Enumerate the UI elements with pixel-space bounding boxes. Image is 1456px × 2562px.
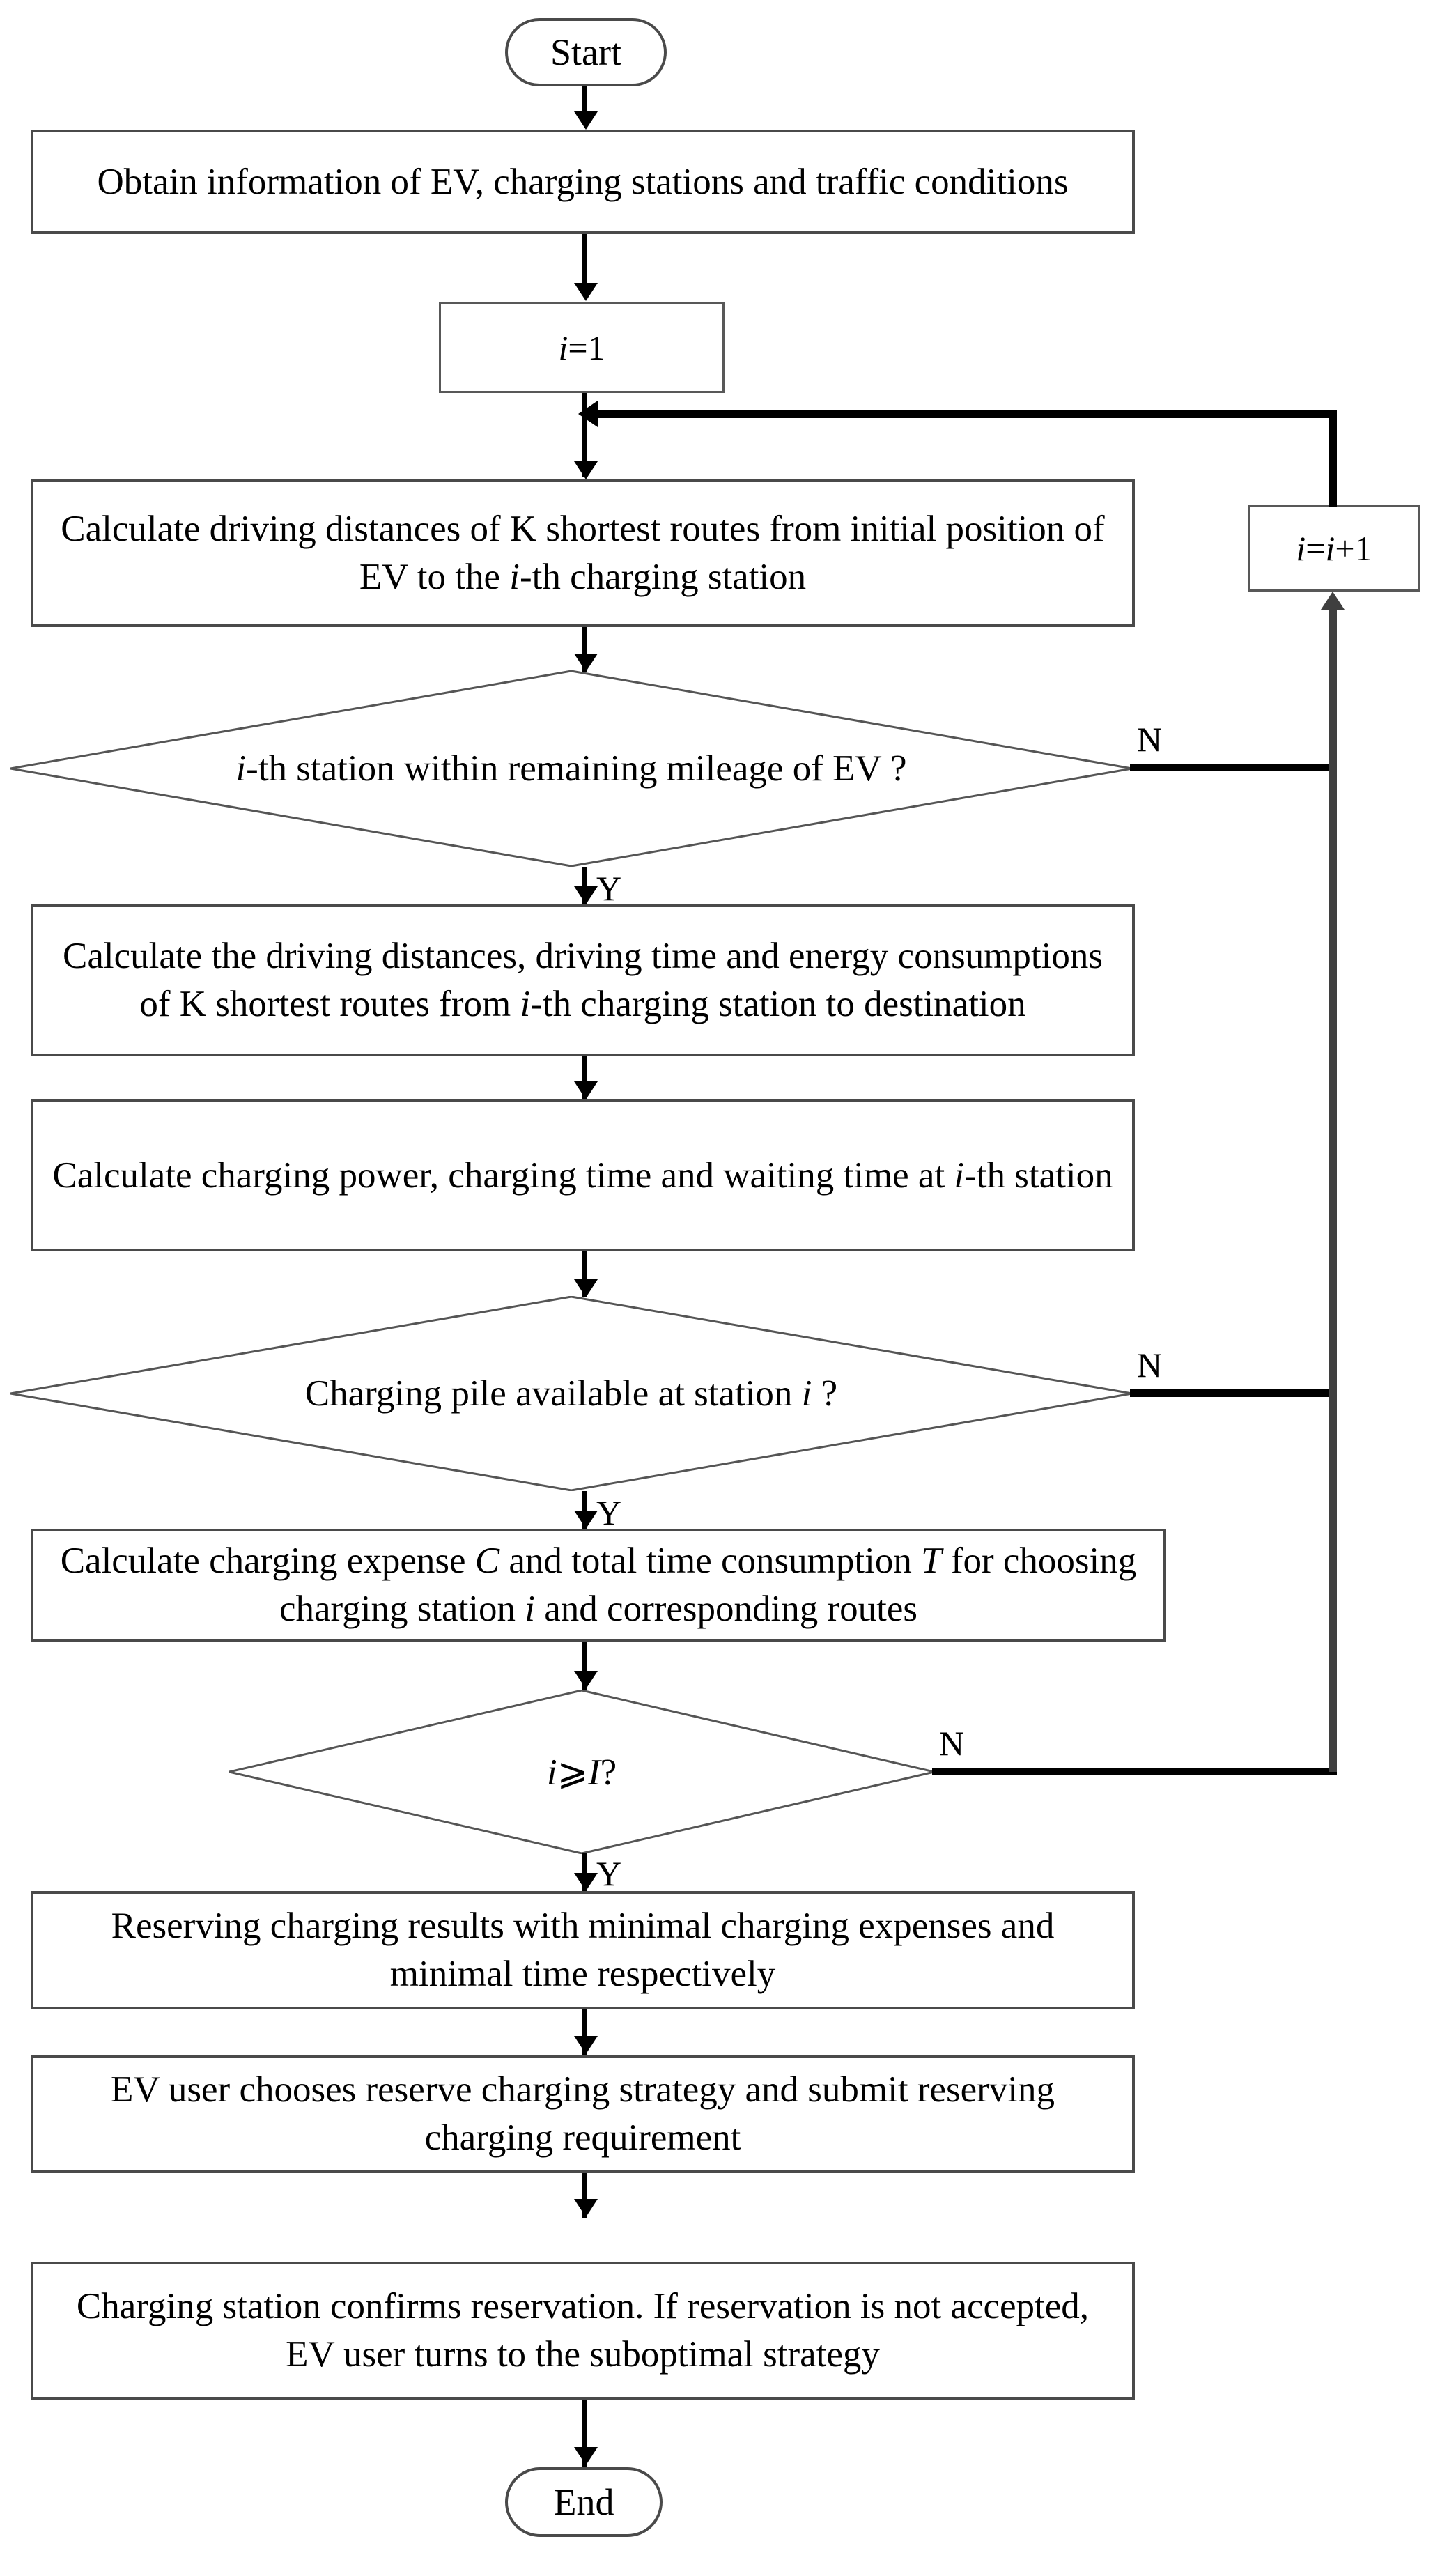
node-calc-dist-to-dest-label: Calculate the driving distances, driving…	[62, 936, 1103, 1024]
arrowhead-expense-to-decision3	[574, 1671, 598, 1689]
node-start[interactable]: Start	[505, 18, 667, 86]
branch-label-pile-no: N	[1137, 1345, 1163, 1384]
branch-label-pile-yes: Y	[596, 1493, 622, 1532]
connector-loop-trunk-upper	[1329, 412, 1337, 507]
connector-init-to-calcdist	[582, 393, 587, 477]
arrowhead-obtain-to-init	[574, 283, 598, 301]
connector-loop-trunk-lower	[1329, 610, 1337, 1772]
node-decision-pile[interactable]: Charging pile available at station i ?	[10, 1296, 1133, 1491]
connector-decision3-no	[932, 1768, 1337, 1775]
node-increment-i-label: i=i+1	[1296, 528, 1372, 568]
branch-label-loop-no: N	[939, 1724, 965, 1763]
arrowhead-user-to-confirm	[574, 2199, 598, 2217]
node-init-i-label: i=1	[558, 327, 605, 367]
arrowhead-reserve-to-user	[574, 2036, 598, 2054]
arrowhead-init-to-calcdist	[574, 461, 598, 479]
arrowhead-calcpower-to-decision2	[574, 1279, 598, 1297]
decision-mileage-shape	[10, 670, 1133, 867]
connector-decision2-no	[1130, 1389, 1337, 1397]
node-station-confirms-label: Charging station confirms reservation. I…	[76, 2286, 1090, 2375]
connector-decision1-no	[1130, 764, 1337, 771]
arrowhead-start-to-obtain	[574, 111, 598, 130]
connector-confirm-to-end	[582, 2400, 587, 2469]
node-start-label: Start	[550, 31, 621, 73]
connector-calcdest-to-calcpower	[582, 1056, 587, 1099]
node-calc-dist-to-station-label: Calculate driving distances of K shortes…	[61, 509, 1105, 597]
arrowhead-confirm-to-end	[574, 2447, 598, 2465]
node-decision-pile-label: Charging pile available at station i ?	[304, 1373, 838, 1414]
node-station-confirms[interactable]: Charging station confirms reservation. I…	[31, 2262, 1135, 2400]
arrowhead-calcdist-to-decision1	[574, 654, 598, 672]
node-user-chooses[interactable]: EV user chooses reserve charging strateg…	[31, 2055, 1135, 2173]
node-decision-mileage[interactable]: i-th station within remaining mileage of…	[10, 670, 1133, 867]
connector-obtain-to-init	[582, 234, 587, 286]
node-calc-expense-label: Calculate charging expense C and total t…	[60, 1541, 1137, 1629]
branch-label-mileage-no: N	[1137, 720, 1163, 759]
arrowhead-loop-into-increment	[1321, 592, 1345, 610]
node-init-i[interactable]: i=1	[439, 302, 725, 393]
connector-loop-return	[591, 410, 1337, 418]
connector-user-to-confirm	[582, 2173, 587, 2218]
connector-start-to-obtain	[582, 86, 587, 116]
node-end[interactable]: End	[505, 2467, 663, 2537]
connector-calcpower-to-decision2	[582, 1251, 587, 1297]
node-reserve-results-label: Reserving charging results with minimal …	[111, 1906, 1055, 1994]
node-calc-power-time[interactable]: Calculate charging power, charging time …	[31, 1099, 1135, 1251]
node-calc-expense[interactable]: Calculate charging expense C and total t…	[31, 1529, 1166, 1642]
arrowhead-loop-return	[578, 401, 598, 427]
arrowhead-decision1-yes	[574, 886, 598, 904]
decision-pile-shape	[10, 1296, 1133, 1491]
decision-loop-end-shape	[229, 1690, 935, 1854]
node-decision-loop-end-label: i⩾I?	[546, 1752, 617, 1793]
branch-label-loop-yes: Y	[596, 1854, 622, 1893]
node-calc-power-time-label: Calculate charging power, charging time …	[52, 1155, 1113, 1196]
connector-reserve-to-user	[582, 2009, 587, 2055]
node-decision-loop-end[interactable]: i⩾I?	[229, 1690, 935, 1854]
node-reserve-results[interactable]: Reserving charging results with minimal …	[31, 1891, 1135, 2009]
node-obtain-info-label: Obtain information of EV, charging stati…	[97, 161, 1069, 202]
node-increment-i[interactable]: i=i+1	[1248, 505, 1420, 592]
node-end-label: End	[553, 2480, 614, 2523]
arrowhead-decision2-yes	[574, 1511, 598, 1529]
node-calc-dist-to-dest[interactable]: Calculate the driving distances, driving…	[31, 904, 1135, 1056]
node-calc-dist-to-station[interactable]: Calculate driving distances of K shortes…	[31, 479, 1135, 627]
connector-expense-to-decision3	[582, 1642, 587, 1690]
arrowhead-calcdest-to-calcpower	[574, 1081, 598, 1099]
node-obtain-info[interactable]: Obtain information of EV, charging stati…	[31, 130, 1135, 234]
arrowhead-decision3-yes	[574, 1873, 598, 1891]
node-decision-mileage-label: i-th station within remaining mileage of…	[235, 748, 907, 789]
connector-calcdist-to-decision1	[582, 627, 587, 672]
branch-label-mileage-yes: Y	[596, 869, 622, 908]
node-user-chooses-label: EV user chooses reserve charging strateg…	[110, 2069, 1055, 2158]
